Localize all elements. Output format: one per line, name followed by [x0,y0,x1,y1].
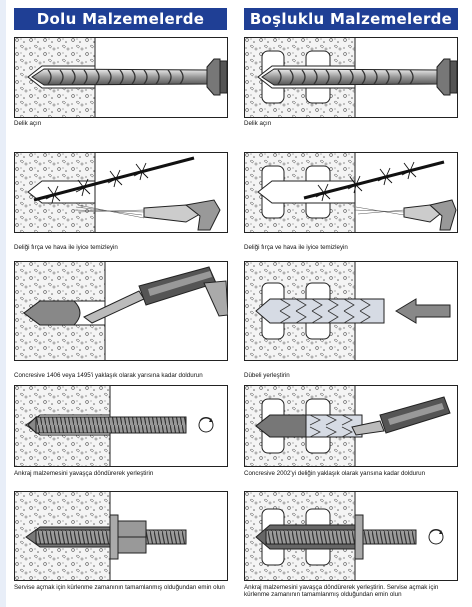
caption-solid-1: Delik açın [14,120,42,127]
header-hollow-materials: Boşluklu Malzemelerde [244,8,458,30]
panel-solid-drill [14,37,228,118]
panel-solid-insert [14,385,228,467]
caption-hollow-4: Concresive 2002'yi deliğin yaklaşık olar… [244,470,426,477]
header-solid-materials: Dolu Malzemelerde [14,8,227,30]
panel-hollow-fill [244,385,458,467]
caption-solid-2: Deliği fırça ve hava ile iyice temizleyi… [14,244,118,251]
page-edge [0,0,6,607]
caption-hollow-5: Ankraj malzemesini yavaşça döndürerek ye… [244,584,439,599]
caption-hollow-3: Dübeli yerleştirin [244,372,290,379]
panel-solid-clean [14,152,228,233]
panel-hollow-final [244,491,458,581]
panel-solid-final [14,491,228,581]
panel-hollow-clean [244,152,458,233]
caption-hollow-1: Delik açın [244,120,272,127]
panel-hollow-drill [244,37,458,118]
panel-solid-fill [14,261,228,361]
panel-hollow-sleeve [244,261,458,361]
caption-solid-4: Ankraj malzemesini yavaşça döndürerek ye… [14,470,154,477]
caption-hollow-2: Deliği fırça ve hava ile iyice temizleyi… [244,244,348,251]
caption-solid-5: Servise açmak için kürlenme zamanının ta… [14,584,225,591]
caption-solid-3: Concresive 1406 veya 1495'i yaklaşık ola… [14,372,203,379]
